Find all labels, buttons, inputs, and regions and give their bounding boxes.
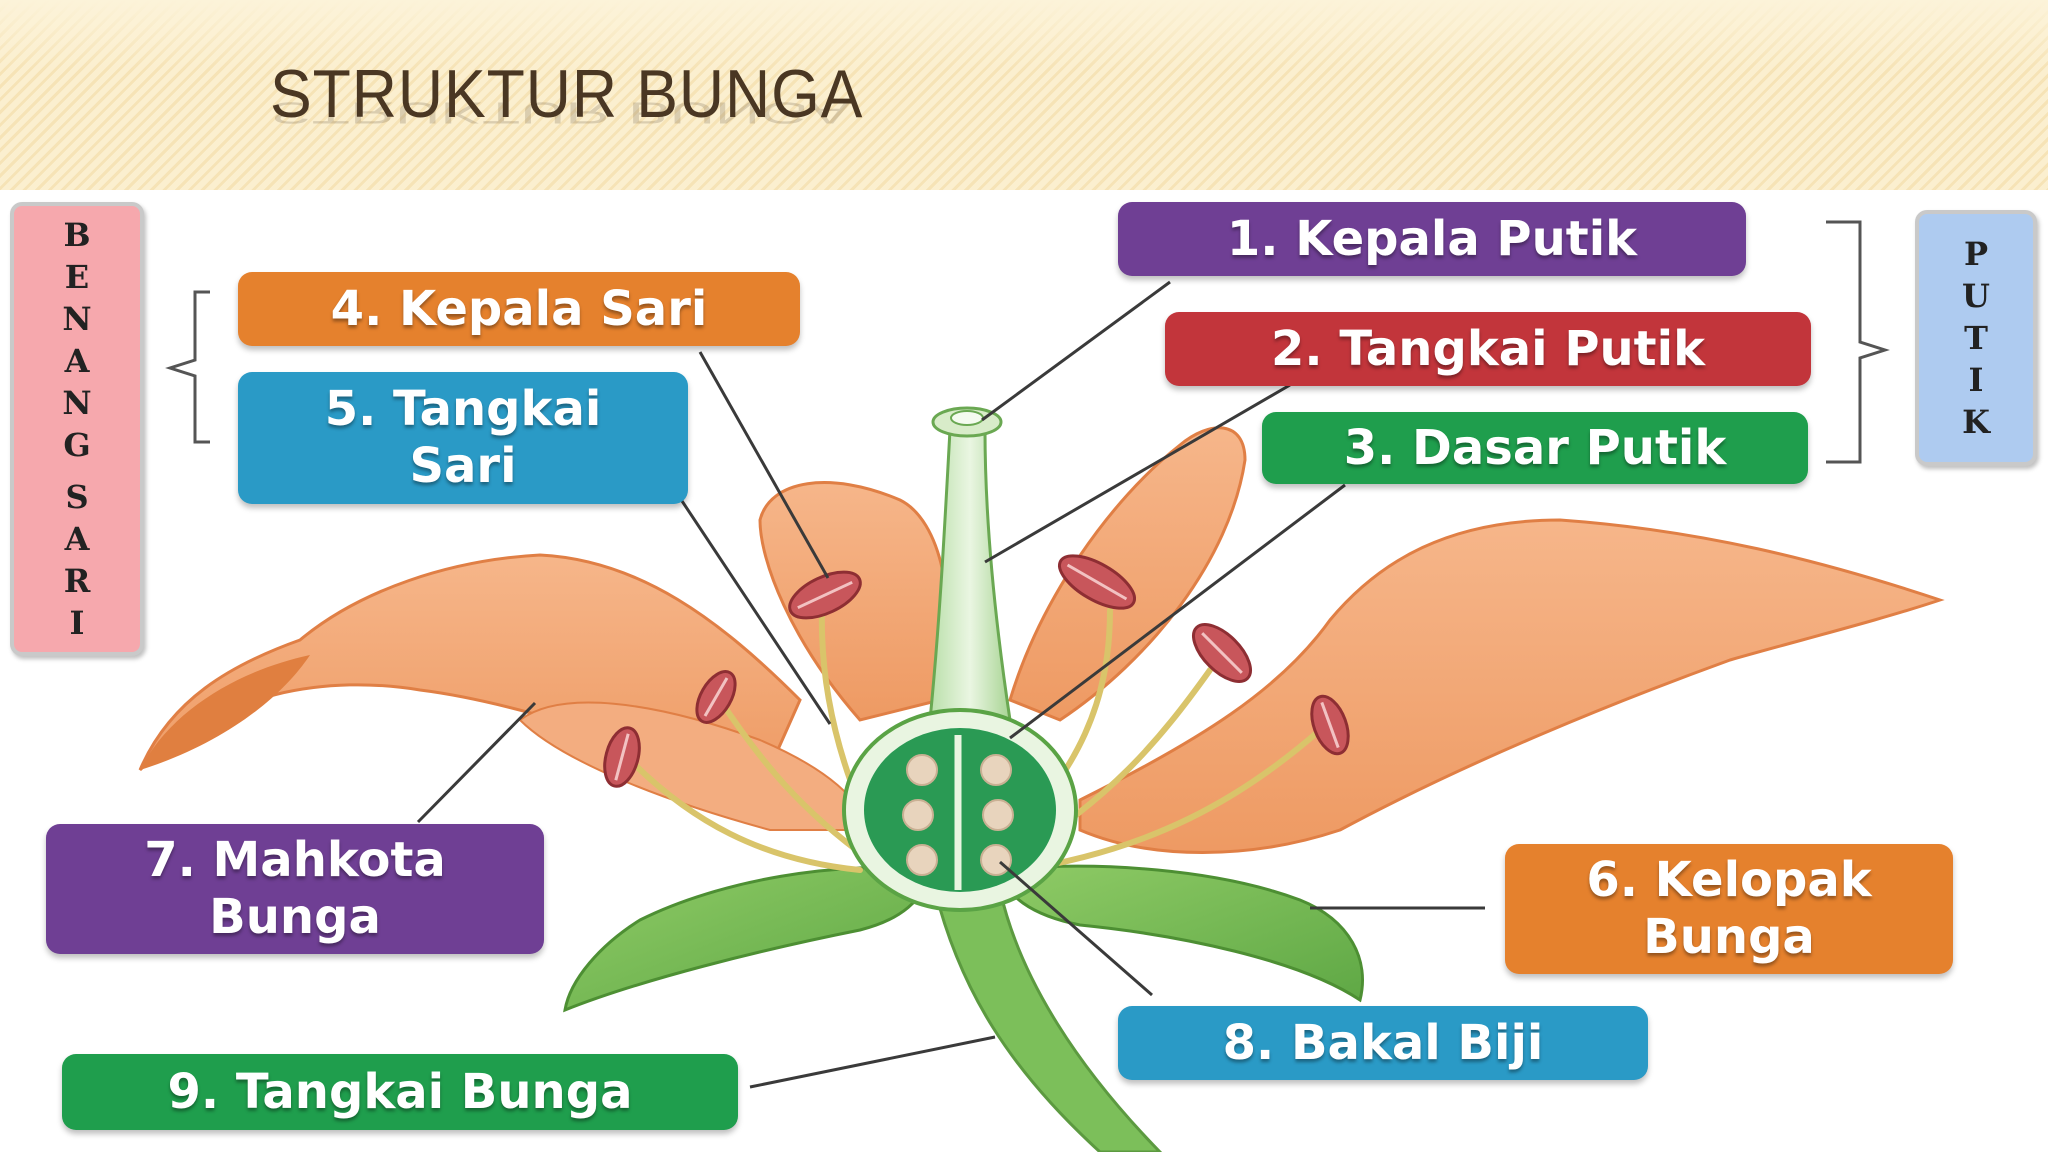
label-tangkai-sari: 5. Tangkai Sari bbox=[238, 372, 688, 504]
sepal-right bbox=[998, 864, 1364, 1003]
group-letter: A bbox=[64, 342, 90, 380]
group-letter: E bbox=[64, 258, 90, 296]
label-dasar-putik: 3. Dasar Putik bbox=[1262, 412, 1808, 484]
putik-group-label: P U T I K bbox=[1915, 210, 2037, 466]
group-letter: N bbox=[62, 300, 92, 338]
group-letter: R bbox=[63, 562, 91, 600]
label-kepala-putik: 1. Kepala Putik bbox=[1118, 202, 1746, 276]
group-letter: B bbox=[63, 216, 91, 254]
ovules bbox=[902, 754, 1014, 876]
flower-stalk bbox=[933, 888, 1163, 1152]
anthers bbox=[603, 554, 1350, 788]
label-tangkai-putik: 2. Tangkai Putik bbox=[1165, 312, 1811, 386]
group-letter: I bbox=[69, 604, 85, 642]
group-letter: N bbox=[62, 384, 92, 422]
label-tangkai-bunga: 9. Tangkai Bunga bbox=[62, 1054, 738, 1130]
label-kepala-sari: 4. Kepala Sari bbox=[238, 272, 800, 346]
petal-left-curl bbox=[140, 655, 310, 770]
group-letter: P bbox=[1963, 235, 1989, 273]
petal-top-left bbox=[758, 481, 950, 722]
group-letter: G bbox=[63, 426, 91, 464]
pistil-style bbox=[928, 428, 1012, 722]
group-letter: K bbox=[1962, 403, 1990, 441]
group-letter: I bbox=[1968, 361, 1984, 399]
sepal-left bbox=[563, 865, 932, 1013]
leader-lines bbox=[416, 280, 1485, 1089]
label-bakal-biji: 8. Bakal Biji bbox=[1118, 1006, 1648, 1080]
group-letter: U bbox=[1962, 277, 1990, 315]
header-fade bbox=[0, 0, 2048, 70]
slide-title: STRUKTUR BUNGA bbox=[270, 56, 864, 132]
group-letter: S bbox=[65, 478, 89, 516]
benang-sari-group-label: B E N A N G S A R I bbox=[10, 202, 144, 656]
label-mahkota-bunga: 7. Mahkota Bunga bbox=[46, 824, 544, 954]
label-kelopak-bunga: 6. Kelopak Bunga bbox=[1505, 844, 1953, 974]
putik-bracket bbox=[1826, 220, 1890, 464]
petal-top-right bbox=[1008, 426, 1247, 722]
benang-sari-bracket bbox=[165, 290, 210, 444]
group-letter: T bbox=[1964, 319, 1988, 357]
petal-right bbox=[1078, 518, 1945, 854]
group-letter: A bbox=[64, 520, 90, 558]
